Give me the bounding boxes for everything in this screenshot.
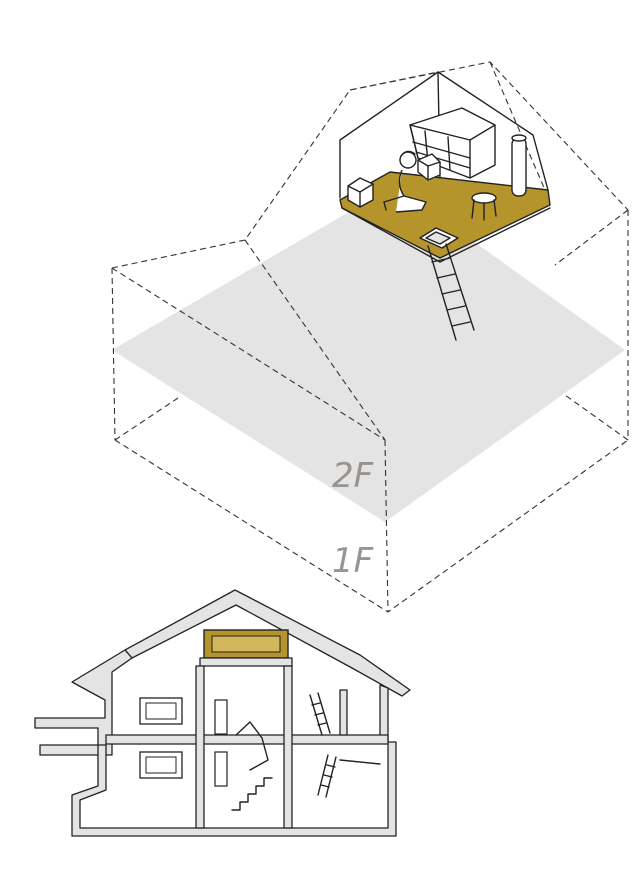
section-ceiling-slab xyxy=(199,657,293,667)
section-partition-1 xyxy=(195,665,205,829)
house-section-drawing xyxy=(34,589,411,837)
section-roof xyxy=(124,589,411,697)
label-2f: 2F xyxy=(332,456,374,496)
section-ladder-upper xyxy=(309,692,331,736)
section-ladder-lower xyxy=(317,754,337,798)
floor-hatch xyxy=(419,227,459,249)
roof-ridge-front xyxy=(244,239,386,441)
storage-box xyxy=(347,177,374,208)
roof-right-edge xyxy=(554,209,629,266)
section-shelf xyxy=(339,759,381,765)
wall-edge-front xyxy=(384,439,389,613)
section-attic-inner xyxy=(211,635,281,653)
section-window-center-lower xyxy=(214,751,228,787)
section-partition-3 xyxy=(339,689,348,736)
section-left-lower-wall xyxy=(71,741,397,837)
section-right-wall xyxy=(379,684,389,743)
base-back-right xyxy=(564,394,629,441)
wall-edge-left xyxy=(111,267,116,441)
roof-ridge-back xyxy=(349,71,439,91)
base-outline xyxy=(114,439,629,613)
section-window-upper-inner xyxy=(145,702,177,720)
label-1f: 1F xyxy=(332,541,374,581)
section-window-lower-inner xyxy=(145,756,177,774)
second-floor-plane xyxy=(112,185,625,522)
roof-outline xyxy=(111,61,629,269)
section-window-lower xyxy=(139,751,183,779)
base-back-left xyxy=(114,397,179,441)
section-outer-walls xyxy=(34,649,133,756)
section-window-center-upper xyxy=(214,699,228,735)
attic-floor-edge xyxy=(341,207,551,263)
section-stair-landing xyxy=(235,721,269,771)
person-figure xyxy=(383,150,441,213)
section-floor-slab xyxy=(105,734,389,745)
attic-ladder xyxy=(427,243,475,341)
section-window-upper xyxy=(139,697,183,725)
roof-ridge-side xyxy=(489,61,546,191)
rolled-mat xyxy=(511,134,527,197)
isometric-wireframe: 2F 1F xyxy=(111,61,629,613)
section-staircase xyxy=(231,777,273,811)
stool xyxy=(471,192,497,221)
section-partition-2 xyxy=(283,665,293,829)
roof-left-edge xyxy=(111,267,386,441)
